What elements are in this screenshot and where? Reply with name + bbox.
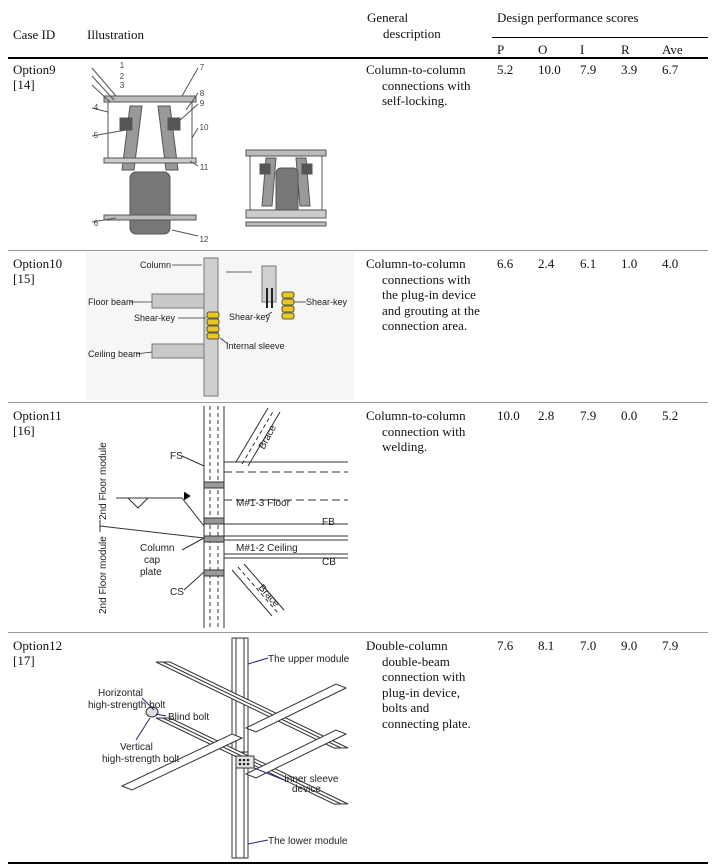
fig11-cb-label: CB [322,557,336,568]
row-option11-id: Option11 [13,408,62,423]
fig11-fs-label: FS [170,451,183,462]
row-divider [8,402,708,403]
row-option12-p: 7.6 [497,638,514,653]
row-option9-r: 3.9 [621,62,638,77]
fig11-floor-module-bottom-label: 2nd Floor module [98,536,109,614]
fig11-cs-label: CS [170,587,184,598]
fig10-shear-key-mid-label: Shear-key [229,312,271,322]
row-option12-i: 7.0 [580,638,597,653]
row-option12-id: Option12 [13,638,63,653]
row-option10-description: Column-to-column connections with the pl… [366,256,480,333]
header-sub-rule [492,37,708,38]
fig12-horizontal-bolt-label-1: Horizontal [98,688,143,699]
fig9-label-9: 9 [200,99,205,108]
row-option9-p: 5.2 [497,62,514,77]
fig9-label-12: 12 [200,235,209,244]
fig12-lower-module-label: The lower module [268,836,348,847]
fig11-brace-bottom-label: Brace [256,583,282,610]
row-option12-ave: 7.9 [662,638,679,653]
row-divider [8,250,708,251]
row-option12-o: 8.1 [538,638,555,653]
option10-illustration: Column Floor beam Shear-key Shear-key Sh… [86,252,354,400]
row-divider [8,632,708,633]
row-option10-id: Option10 [13,256,63,271]
fig9-label-7: 7 [200,63,205,72]
row-option12-r: 9.0 [621,638,638,653]
fig12-vertical-bolt-label-2: high-strength bolt [102,754,179,765]
fig12-inner-sleeve-label-2: device [292,784,321,795]
fig12-blind-bolt-label: Blind bolt [168,712,209,723]
header-bottom-rule [8,57,708,59]
fig11-column-label: Column [140,543,174,554]
row-option11-ave: 5.2 [662,408,679,423]
row-option10-ref: [15] [13,271,35,286]
row-option11-r: 0.0 [621,408,638,423]
header-col-ave: Ave [662,42,683,57]
header-scores-title: Design performance scores [497,10,639,25]
fig10-internal-sleeve-label: Internal sleeve [226,341,285,351]
row-option12-ref: [17] [13,653,35,668]
row-option10-o: 2.4 [538,256,555,271]
row-option10-r: 1.0 [621,256,638,271]
option9-illustration: 1 2 3 4 5 6 7 8 9 10 11 12 [91,61,327,244]
fig10-shear-key-left-label: Shear-key [134,313,176,323]
row-option9-ref: [14] [13,77,35,92]
option11-illustration: FS M#1-3 Floor FB Column cap plate M#1-2… [98,406,348,628]
row-option11-description: Column-to-column connection with welding… [366,408,466,454]
row-option10-i: 6.1 [580,256,597,271]
fig9-label-3: 3 [120,81,125,90]
row-option11-o: 2.8 [538,408,555,423]
fig11-brace-top-label: Brace [257,423,279,452]
fig11-fb-label: FB [322,517,335,528]
header-case-id: Case ID [13,27,56,42]
header-col-p: P [497,42,505,57]
header-col-i: I [580,42,585,57]
fig10-shear-key-right-label: Shear-key [306,297,348,307]
fig11-floor-module-top-label: 2nd Floor module [98,442,109,520]
header-description: description [383,26,441,41]
fig9-label-2: 2 [120,72,125,81]
table-bottom-rule [8,862,708,864]
header-col-r: R [621,42,630,57]
fig12-vertical-bolt-label-1: Vertical [120,742,153,753]
row-option11-ref: [16] [13,423,35,438]
row-option10-p: 6.6 [497,256,514,271]
header-general: General [367,10,409,25]
fig9-label-8: 8 [200,89,205,98]
row-option11-i: 7.9 [580,408,597,423]
header-illustration: Illustration [87,27,145,42]
row-option9-description: Column-to-column connections with self-l… [366,62,471,108]
fig11-plate-label: plate [140,567,162,578]
option12-illustration: The upper module Horizontal high-strengt… [88,637,350,859]
fig12-upper-module-label: The upper module [268,654,350,665]
fig9-label-6: 6 [94,219,99,228]
row-option9-id: Option9 [13,62,56,77]
fig9-label-5: 5 [94,131,99,140]
fig9-label-11: 11 [200,163,209,172]
row-option9-ave: 6.7 [662,62,679,77]
fig12-horizontal-bolt-label-2: high-strength bolt [88,700,165,711]
fig11-m-floor-label: M#1-3 Floor [236,498,291,509]
row-option11-p: 10.0 [497,408,520,423]
fig12-inner-sleeve-label-1: Inner sleeve [284,774,339,785]
header-col-o: O [538,42,548,57]
row-option9-i: 7.9 [580,62,597,77]
fig11-m-ceiling-label: M#1-2 Ceiling [236,543,298,554]
fig10-floor-beam-label: Floor beam [88,297,134,307]
fig10-column-label: Column [140,260,171,270]
row-option10-ave: 4.0 [662,256,679,271]
fig9-label-4: 4 [94,103,99,112]
fig11-cap-label: cap [144,555,161,566]
fig9-label-10: 10 [200,123,209,132]
row-option9-o: 10.0 [538,62,561,77]
row-option12-description: Double-column double-beam connection wit… [366,638,471,731]
fig9-label-1: 1 [120,61,125,70]
fig10-ceiling-beam-label: Ceiling beam [88,349,141,359]
